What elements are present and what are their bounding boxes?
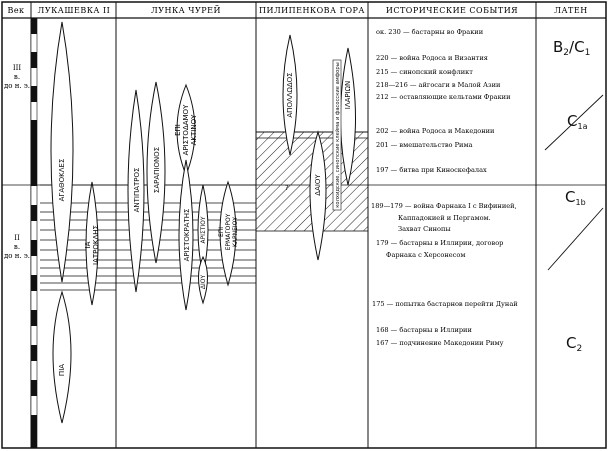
event-item: Каппадокией и Пергамом. bbox=[398, 214, 491, 222]
age-scale-bar bbox=[30, 17, 38, 449]
century-c2-line: II bbox=[14, 234, 20, 242]
event-item: 175 — попытка бастарнов перейти Дунай bbox=[372, 300, 518, 308]
label-aristodamos-line: ΑΡΙΣΤΟΔΑΜΟΥ bbox=[182, 104, 190, 155]
label-aristiou: ΑΡΙΣΤΙΟΥ bbox=[200, 216, 207, 243]
laten-c1a: C1a bbox=[567, 112, 588, 131]
event-item: 218—216 — айгосаги в Малой Азии bbox=[376, 81, 501, 89]
event-item: 197 — битва при Киноскефалах bbox=[376, 166, 487, 174]
event-item: 167 — подчинение Македонии Риму bbox=[376, 339, 504, 347]
lens-apollodos bbox=[282, 34, 298, 156]
lens-daiou bbox=[309, 130, 327, 261]
label-diou: ΔΙΟΥ bbox=[200, 275, 207, 290]
label-daiou: ΔΑΙΟΥ bbox=[314, 174, 322, 196]
lens-agathokles bbox=[50, 21, 74, 283]
label-aristokrates: ΑΡΙΣΤΟΚΡΑΤΗΣ bbox=[183, 209, 191, 262]
laten-diagonals bbox=[544, 94, 604, 271]
lens-ilarion bbox=[340, 47, 356, 186]
century-c3-line: до н. э. bbox=[4, 82, 30, 90]
event-item: Захват Синопы bbox=[398, 225, 451, 233]
label-pia: ΠΙΑ bbox=[58, 364, 66, 376]
label-ilarion: ΙΛΑΡΙΩΝ bbox=[344, 81, 352, 110]
header-pilipenkova: ПИЛИПЕНКОВА ГОРА bbox=[259, 6, 365, 15]
lens-diou bbox=[198, 255, 208, 305]
century-c2-line: в. bbox=[14, 243, 20, 251]
laten-c1b: C1b bbox=[565, 188, 586, 207]
lens-iatrokles bbox=[85, 181, 99, 306]
header-lukashevka: ЛУКАШЕВКА II bbox=[38, 6, 111, 15]
header-lunka-churei: ЛУНКА ЧУРЕЙ bbox=[151, 6, 221, 15]
header-laten: ЛАТЕН bbox=[554, 6, 587, 15]
historical-events: ок. 230 — бастарны во Фракии 220 — война … bbox=[371, 28, 518, 347]
century-c3-line: III bbox=[13, 64, 22, 72]
lens-sarapionos bbox=[146, 81, 166, 264]
label-ermagorou-line: ΕΡΜΑΓΟΡΟΥ bbox=[225, 213, 232, 250]
label-agathokles: ΑΓΑΘΟΚΛΕΣ bbox=[58, 159, 66, 202]
century-c3-line: в. bbox=[14, 73, 20, 81]
note-bar bbox=[332, 59, 342, 211]
label-iatrokles-line: ΙΑΤΡΟΚΛΗΣ bbox=[92, 225, 100, 265]
laten-b2c1: B2/C1 bbox=[553, 38, 590, 58]
event-item: 220 — война Родоса и Византия bbox=[376, 54, 488, 62]
lens-pia bbox=[52, 290, 72, 424]
event-item: 202 — война Родоса и Македонии bbox=[376, 127, 495, 135]
laten-c2: C2 bbox=[566, 334, 582, 354]
label-pilipenko-note: колхидские, синопские клейма и фасосские… bbox=[334, 62, 341, 207]
event-item: 179 — бастарны в Иллирии, договор bbox=[376, 239, 503, 247]
label-ermagorou-line: ΚΑΡΝΕΙΟΥ bbox=[232, 217, 239, 247]
label-antipatros: ΑΝΤΙΠΑΤΡΟΣ bbox=[133, 168, 141, 213]
lens-aristokrates bbox=[178, 159, 194, 311]
label-iatrokles-line: ΙΑ bbox=[84, 241, 92, 248]
event-item: ок. 230 — бастарны во Фракии bbox=[376, 28, 484, 36]
header-age: Век bbox=[7, 6, 24, 15]
header-events: ИСТОРИЧЕСКИЕ СОБЫТИЯ bbox=[386, 6, 518, 15]
label-question: ? bbox=[285, 184, 289, 192]
event-item: 201 — вмешательство Рима bbox=[376, 141, 473, 149]
event-item: 189—179 — война Фарнака I с Вифинией, bbox=[371, 202, 517, 210]
stamp-lenses bbox=[50, 21, 356, 424]
label-sarapionos: ΣΑΡΑΠΙΟΝΟΣ bbox=[153, 147, 161, 193]
label-ermagorou-line: ΕΠΙ bbox=[218, 227, 225, 237]
stamp-labels: ΑΓΑΘΟΚΛΕΣ ΠΙΑ ΑΝΤΙΠΑΤΡΟΣ ΣΑΡΑΠΙΟΝΟΣ ΑΡΙΣ… bbox=[58, 62, 352, 376]
event-item: 212 — оставляющие кельтами Фракии bbox=[376, 93, 511, 101]
lens-antipatros bbox=[127, 89, 145, 293]
label-apollodos: ΑΠΟΛΛΩΔΟΣ bbox=[286, 72, 294, 117]
label-aristodamos-line: ΑΚΤΙΝΟΥ bbox=[190, 114, 198, 145]
event-item: 215 — синопский конфликт bbox=[376, 68, 473, 76]
century-c2-line: до н. э. bbox=[4, 252, 30, 260]
event-item: Фарнака с Херсонесом bbox=[386, 251, 465, 259]
lens-ermagorou bbox=[219, 180, 237, 287]
event-item: 168 — бастарны в Иллирии bbox=[376, 326, 472, 334]
label-aristodamos-line: ΕΠΙ bbox=[174, 124, 182, 136]
laten-labels: B2/C1 C1a C1b C2 bbox=[553, 38, 590, 354]
